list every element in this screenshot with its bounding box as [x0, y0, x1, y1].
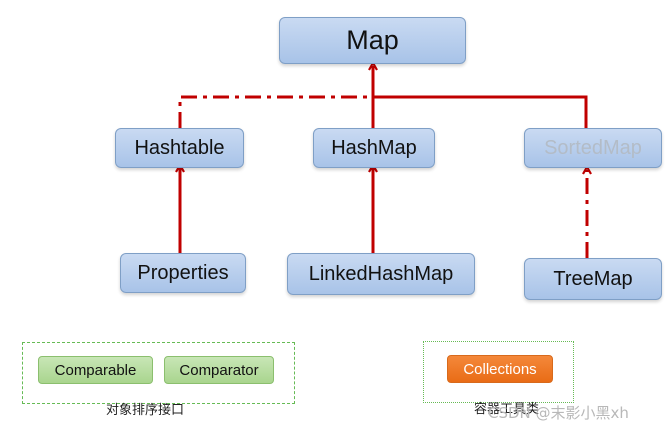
caption-container-tools: 容器工具类: [474, 402, 540, 417]
node-map: Map: [279, 17, 466, 64]
chip-collections: Collections: [447, 355, 553, 383]
group-sorting-interfaces: [22, 342, 295, 404]
group-container-tools: [423, 341, 574, 403]
chip-comparable: Comparable: [38, 356, 153, 384]
node-linkedhashmap: LinkedHashMap: [287, 253, 475, 295]
node-properties: Properties: [120, 253, 246, 293]
node-hashtable: Hashtable: [115, 128, 244, 168]
watermark: CSDN @末影小黑xh: [488, 404, 629, 422]
edge-hashtable-map: [178, 95, 373, 128]
node-hashmap: HashMap: [313, 128, 435, 168]
caption-sorting-interfaces: 对象排序接口: [106, 403, 185, 418]
chip-comparator: Comparator: [164, 356, 274, 384]
node-sortedmap: SortedMap: [524, 128, 662, 168]
node-treemap: TreeMap: [524, 258, 662, 300]
edge-sortedmap-map: [373, 95, 588, 128]
